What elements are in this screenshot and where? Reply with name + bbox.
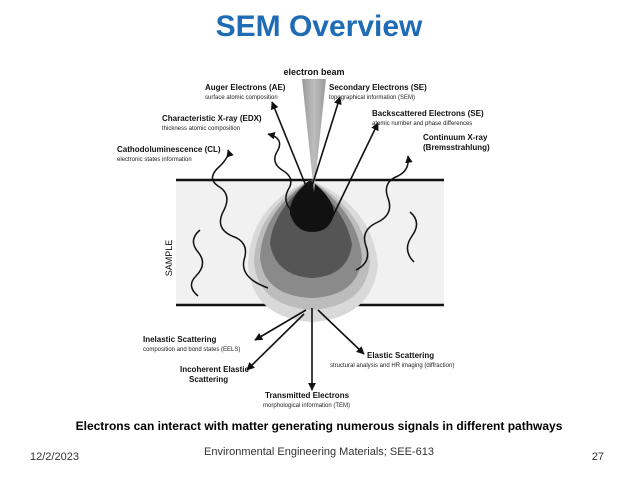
secondary-desc: topographical information (SEM)	[329, 95, 415, 101]
cl-label: Cathodoluminescence (CL)	[117, 145, 221, 154]
inelastic-desc: composition and bond states (EELS)	[143, 347, 240, 353]
auger-arrow	[270, 101, 307, 187]
secondary-label: Secondary Electrons (SE)	[329, 83, 427, 92]
xray-label: Characteristic X-ray (EDX)	[162, 114, 262, 123]
backscattered-label: Backscattered Electrons (SE)	[372, 109, 484, 118]
cl-wavy-arrow	[211, 149, 269, 289]
elastic-arrow	[317, 309, 365, 355]
left-wavy-signal	[190, 229, 204, 297]
inelastic-arrow	[254, 309, 307, 341]
continuum-desc: (Bremsstrahlung)	[423, 143, 490, 152]
slide-caption: Electrons can interact with matter gener…	[75, 419, 563, 433]
secondary-arrow	[311, 96, 342, 187]
incoherent-desc: Scattering	[189, 375, 228, 384]
footer-course: Environmental Engineering Materials; SEE…	[204, 446, 434, 458]
auger-label: Auger Electrons (AE)	[205, 83, 286, 92]
elastic-label: Elastic Scattering	[367, 351, 434, 360]
slide-title: SEM Overview	[215, 10, 423, 43]
incoherent-label: Incoherent Elastic	[180, 365, 249, 374]
xray-desc: thickness atomic composition	[162, 126, 240, 132]
inelastic-label: Inelastic Scattering	[143, 335, 216, 344]
elastic-desc: structural analysis and HR imaging (diff…	[330, 363, 454, 369]
footer-date: 12/2/2023	[30, 451, 79, 463]
interaction-volume	[248, 180, 378, 322]
page-number: 27	[591, 451, 604, 463]
cl-desc: electronic states information	[117, 157, 192, 163]
xray-wavy-arrow	[267, 132, 294, 213]
transmitted-label: Transmitted Electrons	[265, 391, 350, 400]
continuum-label: Continuum X-ray	[423, 133, 488, 142]
incoherent-arrow	[246, 313, 305, 371]
right-wavy-signal	[406, 211, 418, 263]
continuum-wavy-arrow	[355, 155, 413, 271]
backscattered-desc: atomic number and phase differences	[372, 121, 472, 127]
electron-beam-label: electron beam	[283, 67, 344, 77]
sample-label: SAMPLE	[164, 240, 174, 277]
transmitted-desc: morphological information (TEM)	[263, 403, 350, 409]
backscattered-arrow	[329, 122, 379, 223]
electron-beam	[302, 79, 326, 192]
auger-desc: surface atomic composition	[205, 95, 278, 101]
